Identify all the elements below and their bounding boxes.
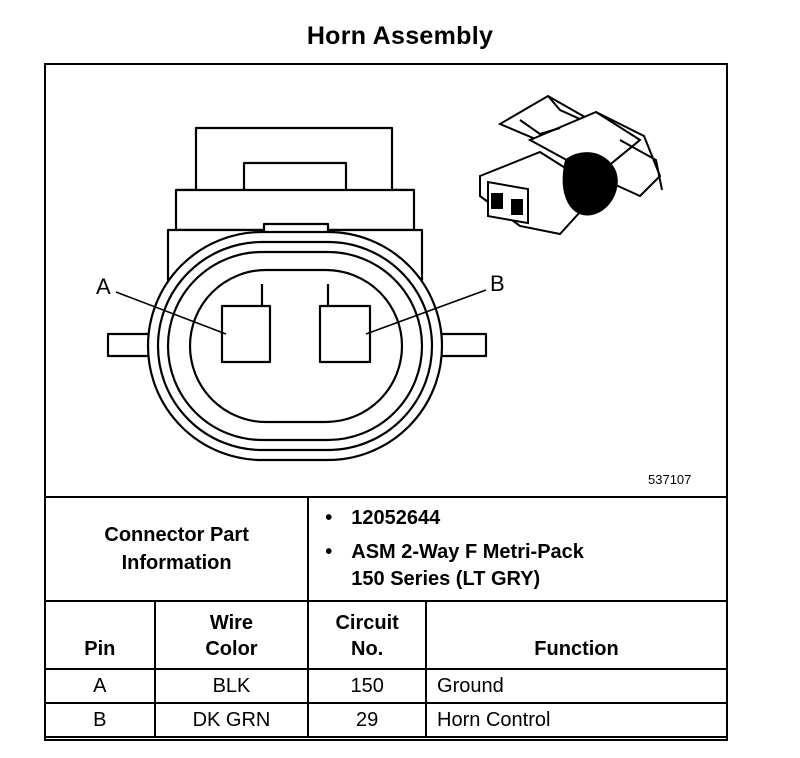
table-row: A BLK 150 Ground [44, 668, 728, 704]
cell-circuit: 29 [307, 702, 428, 738]
cell-pin: B [44, 702, 156, 738]
callout-a-leader [115, 291, 227, 335]
cell-pin: A [44, 668, 156, 704]
terminal-cavities [220, 284, 372, 364]
diagram-title: Horn Assembly [306, 22, 494, 50]
diagram-frame [44, 63, 728, 741]
header-circuit-no: Circuit No. [307, 600, 428, 670]
cell-function: Horn Control [425, 702, 728, 738]
cell-wire-color: DK GRN [153, 702, 310, 738]
pin-b-terminal [318, 304, 372, 364]
callout-a-label: A [96, 274, 111, 299]
part-number: 12052644 [351, 507, 441, 529]
connector-info-row: Connector Part Information • 12052644 • AS… [43, 496, 728, 602]
table-row: B DK GRN 29 Horn Control [44, 702, 728, 738]
connector-oval-shell [146, 230, 444, 462]
cell-circuit: 150 [307, 668, 428, 704]
cell-function: Ground [425, 668, 728, 704]
callout-b-label: B [490, 271, 505, 296]
part-description-line2: 150 Series (LT GRY) [351, 568, 541, 590]
bullet: • [325, 541, 333, 563]
header-wire-color: Wire Color [153, 600, 310, 670]
connector-isometric-view [479, 94, 663, 236]
header-pin: Pin [44, 600, 156, 670]
bullet: • [325, 507, 333, 529]
header-function: Function [425, 600, 728, 670]
cell-wire-color: BLK [153, 668, 310, 704]
part-description-line1: ASM 2-Way F Metri-Pack [351, 541, 584, 563]
connector-part-details: • 12052644 • ASM 2-Way F Metri-Pack 150 Se… [307, 496, 728, 602]
pin-a-terminal [220, 304, 272, 364]
connector-table: Connector Part Information • 12052644 • AS… [43, 496, 728, 738]
callout-b-leader [365, 289, 487, 335]
figure-number: 537107 [648, 472, 692, 487]
connector-part-info-label: Connector Part Information [43, 496, 310, 602]
table-header-row: Pin Wire Color Circuit No. Function [44, 600, 728, 670]
